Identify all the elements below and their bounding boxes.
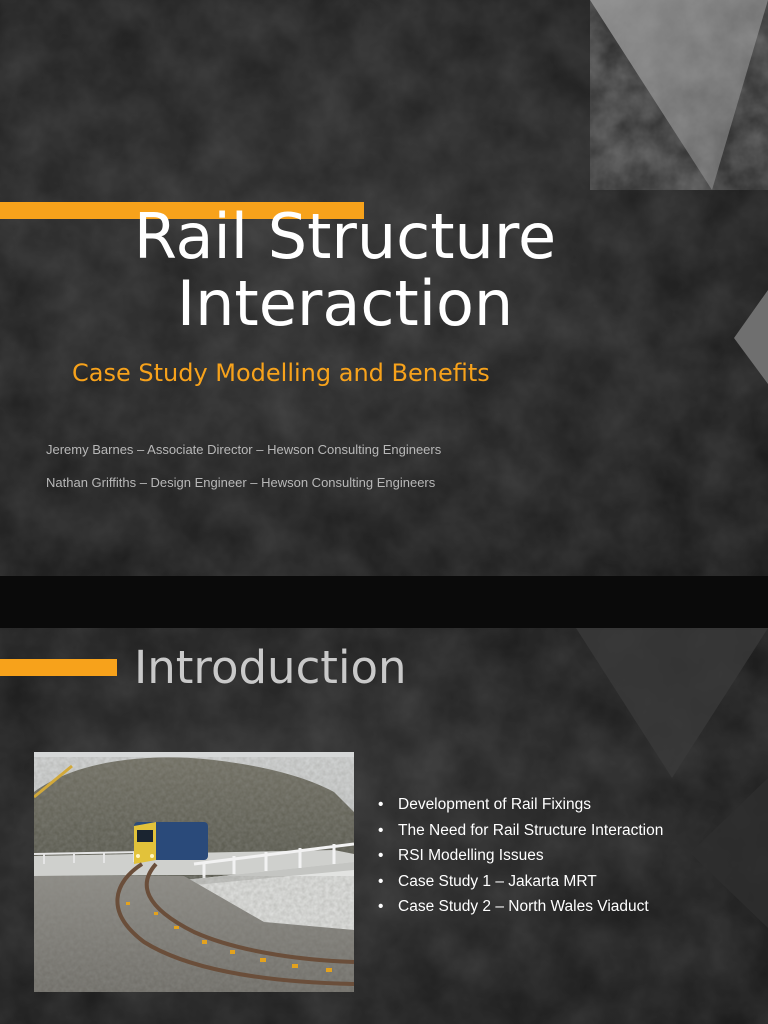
- slide-subtitle: Case Study Modelling and Benefits: [72, 359, 490, 387]
- accent-bar: [0, 659, 117, 676]
- slide-divider: [0, 576, 768, 628]
- stone-texture-background: [0, 0, 768, 576]
- list-item: •Case Study 1 – Jakarta MRT: [378, 872, 597, 890]
- decorative-diamond: [690, 778, 768, 928]
- list-item: •RSI Modelling Issues: [378, 847, 544, 865]
- author-line: Jeremy Barnes – Associate Director – Hew…: [46, 442, 442, 457]
- train: [134, 822, 208, 864]
- author-line: Nathan Griffiths – Design Engineer – Hew…: [46, 475, 436, 490]
- slide-title: Rail Structure Interaction: [133, 200, 557, 340]
- list-item: •The Need for Rail Structure Interaction: [378, 821, 664, 839]
- list-item: •Development of Rail Fixings: [378, 796, 591, 813]
- train-viaduct-photo: [34, 752, 354, 992]
- introduction-slide: Introduction: [0, 628, 768, 1024]
- decorative-diamond: [734, 290, 768, 384]
- decorative-triangle: [576, 628, 768, 778]
- list-item: •Case Study 2 – North Wales Viaduct: [378, 898, 649, 916]
- title-slide: Rail Structure Interaction Case Study Mo…: [0, 0, 768, 576]
- slide-title: Introduction: [134, 641, 407, 694]
- accent-bar: [0, 202, 364, 219]
- agenda-list: •Development of Rail Fixings •The Need f…: [378, 794, 663, 922]
